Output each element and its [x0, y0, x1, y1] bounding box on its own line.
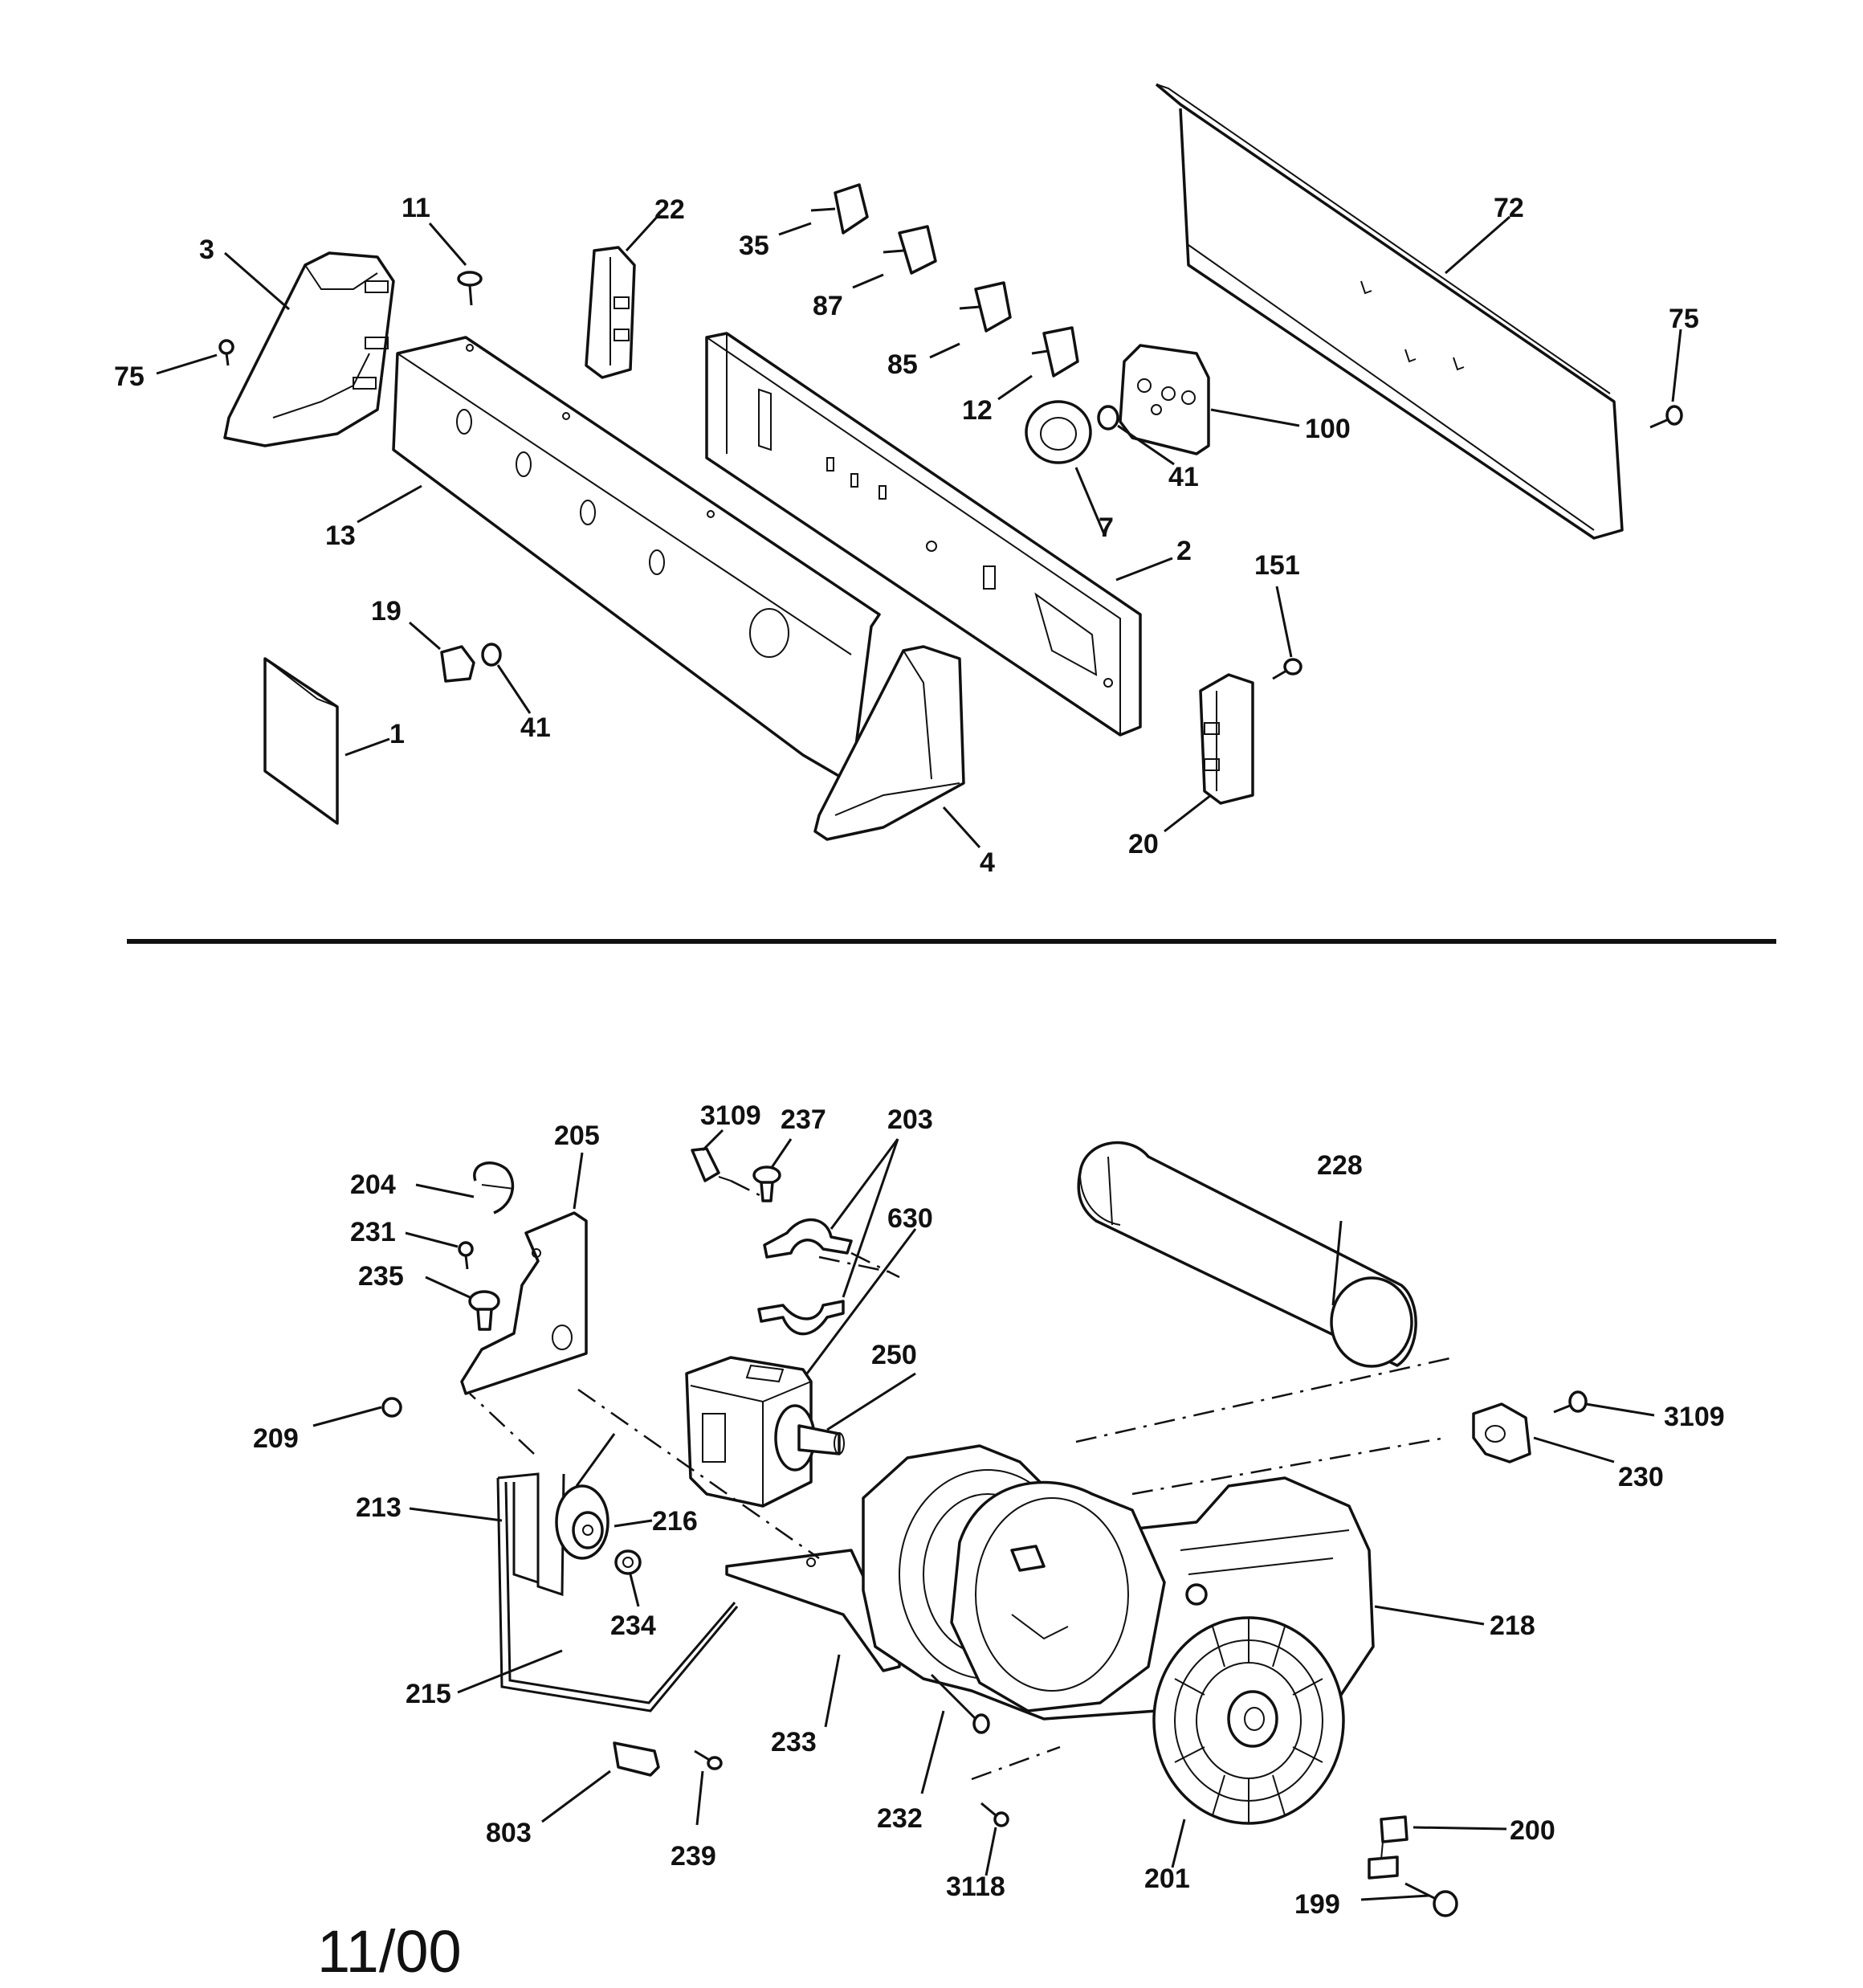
callout-234: 234 [610, 1610, 656, 1641]
part-203-clamp-upper [763, 1219, 853, 1259]
callout-1: 1 [389, 719, 405, 749]
leader-lines-upper [156, 214, 1682, 849]
part-7-knob [1025, 400, 1092, 464]
callout-2: 2 [1176, 536, 1192, 566]
callout-231: 231 [350, 1217, 396, 1247]
callout-205: 205 [554, 1121, 600, 1151]
callout-233: 233 [771, 1727, 817, 1757]
part-3109-connector-top [691, 1147, 732, 1182]
part-3118-screw [980, 1802, 1009, 1827]
callout-803: 803 [486, 1818, 532, 1848]
part-22-bracket [585, 246, 636, 379]
callout-35: 35 [739, 231, 769, 261]
callout-41-lower: 41 [520, 712, 551, 743]
part-803-clip [613, 1741, 660, 1777]
callout-41: 41 [1168, 462, 1199, 492]
part-204-clip [473, 1161, 515, 1214]
callout-72: 72 [1494, 193, 1524, 223]
part-233-support [725, 1549, 901, 1672]
callout-75: 75 [114, 361, 145, 392]
part-205-motor-bracket [460, 1211, 588, 1395]
callout-230: 230 [1618, 1462, 1664, 1492]
part-75-screw-left [218, 339, 234, 366]
callout-3118: 3118 [946, 1872, 1005, 1902]
part-209-nut [381, 1397, 402, 1418]
part-19-knob-pointer [440, 645, 475, 683]
part-200-clip [1368, 1815, 1408, 1880]
part-228-exhaust-duct [1077, 1141, 1417, 1368]
date-code: 11/00 [317, 1918, 462, 1985]
part-237-fastener [752, 1165, 781, 1202]
part-199-bolt [1404, 1882, 1458, 1917]
part-3-end-cap-left [223, 251, 395, 447]
callout-75-right: 75 [1669, 304, 1699, 334]
callout-232: 232 [877, 1803, 923, 1834]
callout-11: 11 [402, 193, 430, 223]
callout-204: 204 [350, 1170, 396, 1200]
part-85-switch [959, 281, 1012, 333]
callout-12: 12 [962, 395, 993, 426]
part-20-bracket [1199, 673, 1254, 805]
callout-19: 19 [371, 596, 402, 627]
callout-4: 4 [980, 847, 995, 878]
callout-22: 22 [654, 194, 685, 225]
callout-13: 13 [325, 520, 356, 551]
part-239-screw [694, 1749, 723, 1770]
part-213-idler-arm [497, 1472, 565, 1597]
callout-100: 100 [1305, 414, 1351, 444]
part-231-screw [458, 1241, 474, 1270]
part-72-rear-panel [1155, 83, 1624, 540]
part-2-panel-backing [705, 332, 1142, 737]
callout-3109: 3109 [700, 1100, 761, 1131]
part-230-thermostat [1472, 1402, 1531, 1463]
callout-7: 7 [1099, 512, 1114, 543]
part-41-insert-upper [1097, 405, 1119, 431]
callout-213: 213 [356, 1492, 402, 1523]
callout-228: 228 [1317, 1150, 1363, 1181]
part-3109-connector-right [1553, 1390, 1588, 1414]
callout-3109-right: 3109 [1664, 1402, 1725, 1432]
part-1-instruction-sheet [263, 657, 339, 825]
callout-87: 87 [813, 291, 843, 321]
callout-201: 201 [1144, 1863, 1190, 1894]
part-232-screw [930, 1673, 990, 1734]
callout-239: 239 [671, 1841, 716, 1872]
callout-235: 235 [358, 1261, 404, 1292]
callout-215: 215 [406, 1679, 451, 1709]
callout-20: 20 [1128, 829, 1159, 859]
part-218-scroll-ring [950, 1480, 1166, 1712]
part-35-switch [810, 183, 869, 235]
part-100-timer [1119, 344, 1210, 455]
callout-209: 209 [253, 1423, 299, 1454]
callout-250: 250 [871, 1340, 917, 1370]
callout-630: 630 [887, 1203, 933, 1234]
part-201-blower-wheel [1152, 1616, 1345, 1825]
part-4-end-cap [813, 645, 965, 841]
part-234-washer [614, 1549, 642, 1575]
leader-lines-lower [312, 1129, 1655, 1901]
part-11-screw [457, 271, 483, 306]
callout-203: 203 [887, 1104, 933, 1135]
callout-199: 199 [1294, 1889, 1340, 1920]
part-250-drive-motor [685, 1356, 845, 1508]
part-75-screw-right [1649, 405, 1683, 429]
part-215-rod [496, 1477, 739, 1712]
part-12-switch [1031, 326, 1079, 378]
part-41-insert-lower [481, 643, 502, 667]
callout-3: 3 [199, 235, 214, 265]
part-216-idler-pulley [555, 1433, 616, 1560]
part-203-clamp-lower [757, 1300, 845, 1336]
callout-151: 151 [1254, 550, 1300, 581]
callout-200: 200 [1510, 1815, 1555, 1846]
callout-237: 237 [781, 1104, 826, 1135]
part-13-control-panel [392, 336, 881, 785]
callout-218: 218 [1490, 1610, 1535, 1641]
assembly-dash-lines [469, 1179, 1454, 1781]
part-235-fastener [468, 1290, 500, 1331]
callout-216: 216 [652, 1506, 698, 1537]
part-151-screw [1272, 658, 1302, 680]
part-87-switch [883, 225, 937, 275]
callout-85: 85 [887, 349, 918, 380]
